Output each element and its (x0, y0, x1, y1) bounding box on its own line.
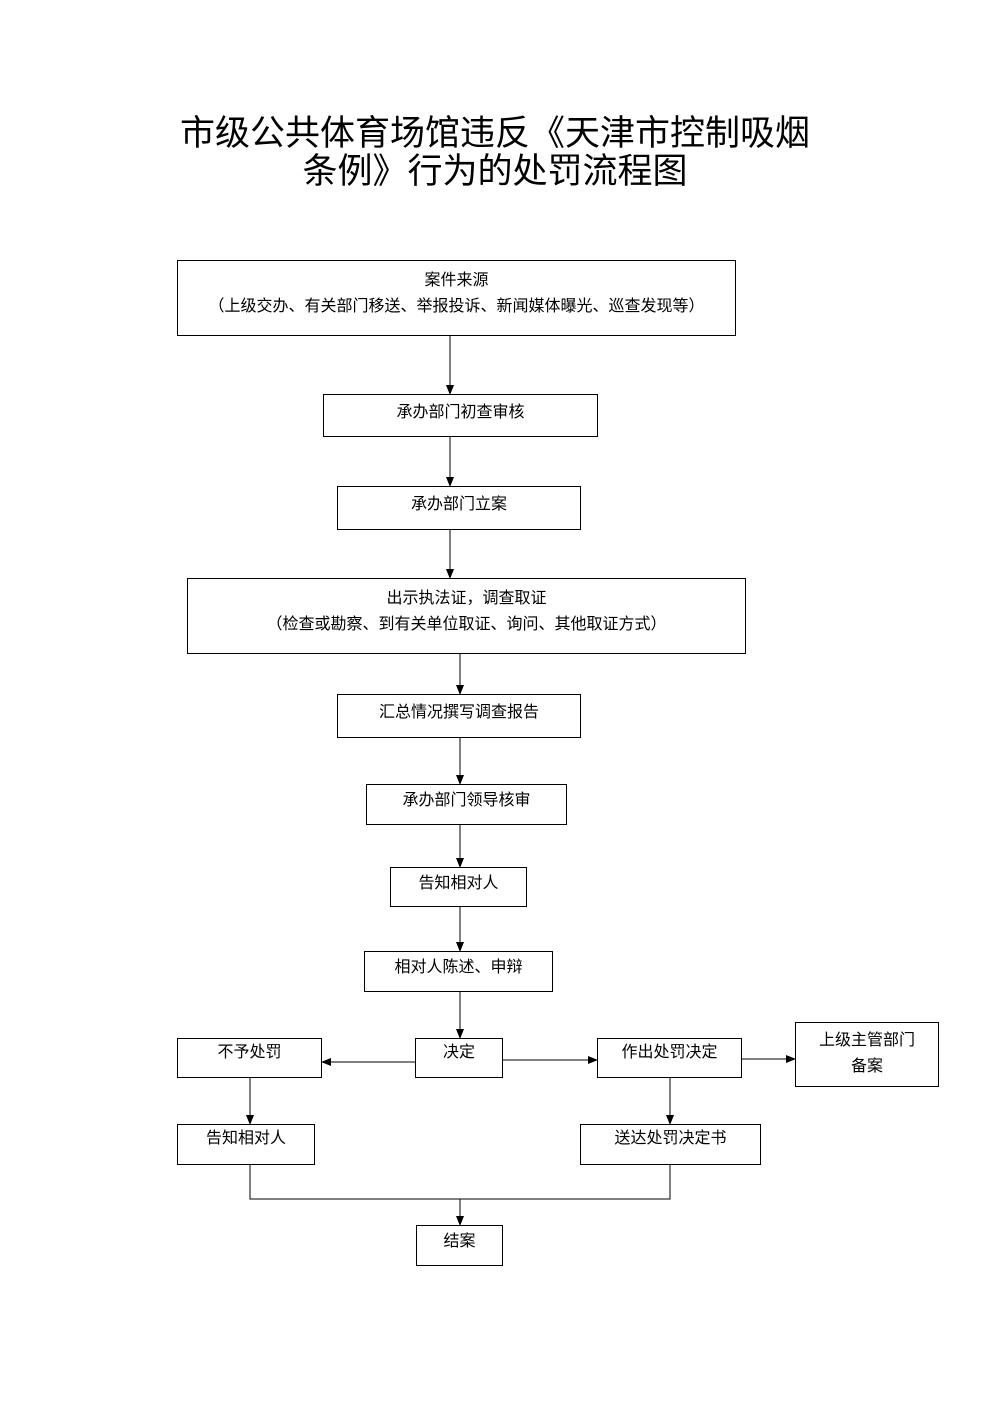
no-penalty-label: 不予处罚 (217, 1042, 282, 1061)
node-deliver: 送达处罚决定书 (580, 1124, 761, 1165)
notify-party-label: 告知相对人 (418, 873, 499, 892)
page-title: 市级公共体育场馆违反《天津市控制吸烟 条例》行为的处罚流程图 (120, 115, 870, 191)
deliver-label: 送达处罚决定书 (614, 1128, 727, 1147)
file-case-label: 承办部门立案 (410, 494, 507, 513)
notify-party-2-label: 告知相对人 (205, 1128, 286, 1147)
node-report: 汇总情况撰写调查报告 (337, 694, 581, 738)
node-notify-party: 告知相对人 (390, 867, 527, 907)
title-line-2: 条例》行为的处罚流程图 (302, 152, 688, 192)
superior-filing-line-2: 备案 (850, 1056, 883, 1075)
investigate-detail: （检查或勘察、到有关单位取证、询问、其他取证方式） (266, 614, 667, 633)
decision-label: 决定 (442, 1042, 475, 1061)
initial-review-label: 承办部门初查审核 (396, 402, 525, 421)
node-leader-review: 承办部门领导核审 (366, 784, 567, 825)
node-file-case: 承办部门立案 (337, 486, 581, 530)
node-investigate: 出示执法证，调查取证 （检查或勘察、到有关单位取证、询问、其他取证方式） (187, 578, 746, 654)
node-close-case: 结案 (416, 1225, 503, 1266)
leader-review-label: 承办部门领导核审 (402, 790, 531, 809)
node-superior-filing: 上级主管部门 备案 (795, 1022, 939, 1087)
make-penalty-label: 作出处罚决定 (621, 1042, 718, 1061)
node-statement: 相对人陈述、申辩 (364, 951, 553, 992)
node-no-penalty: 不予处罚 (177, 1038, 322, 1078)
node-notify-party-2: 告知相对人 (177, 1124, 315, 1165)
case-source-detail: （上级交办、有关部门移送、举报投诉、新闻媒体曝光、巡查发现等） (208, 296, 705, 315)
case-source-label: 案件来源 (424, 270, 489, 289)
statement-label: 相对人陈述、申辩 (394, 957, 523, 976)
report-label: 汇总情况撰写调查报告 (378, 702, 539, 721)
title-line-1: 市级公共体育场馆违反《天津市控制吸烟 (179, 114, 810, 154)
node-case-source: 案件来源 （上级交办、有关部门移送、举报投诉、新闻媒体曝光、巡查发现等） (177, 260, 736, 336)
investigate-label: 出示执法证，调查取证 (386, 588, 547, 607)
node-initial-review: 承办部门初查审核 (323, 394, 598, 437)
superior-filing-line-1: 上级主管部门 (818, 1030, 915, 1049)
merge-line (249, 1165, 671, 1200)
close-case-label: 结案 (443, 1231, 476, 1250)
node-make-penalty: 作出处罚决定 (597, 1038, 742, 1078)
node-decision: 决定 (415, 1038, 503, 1078)
